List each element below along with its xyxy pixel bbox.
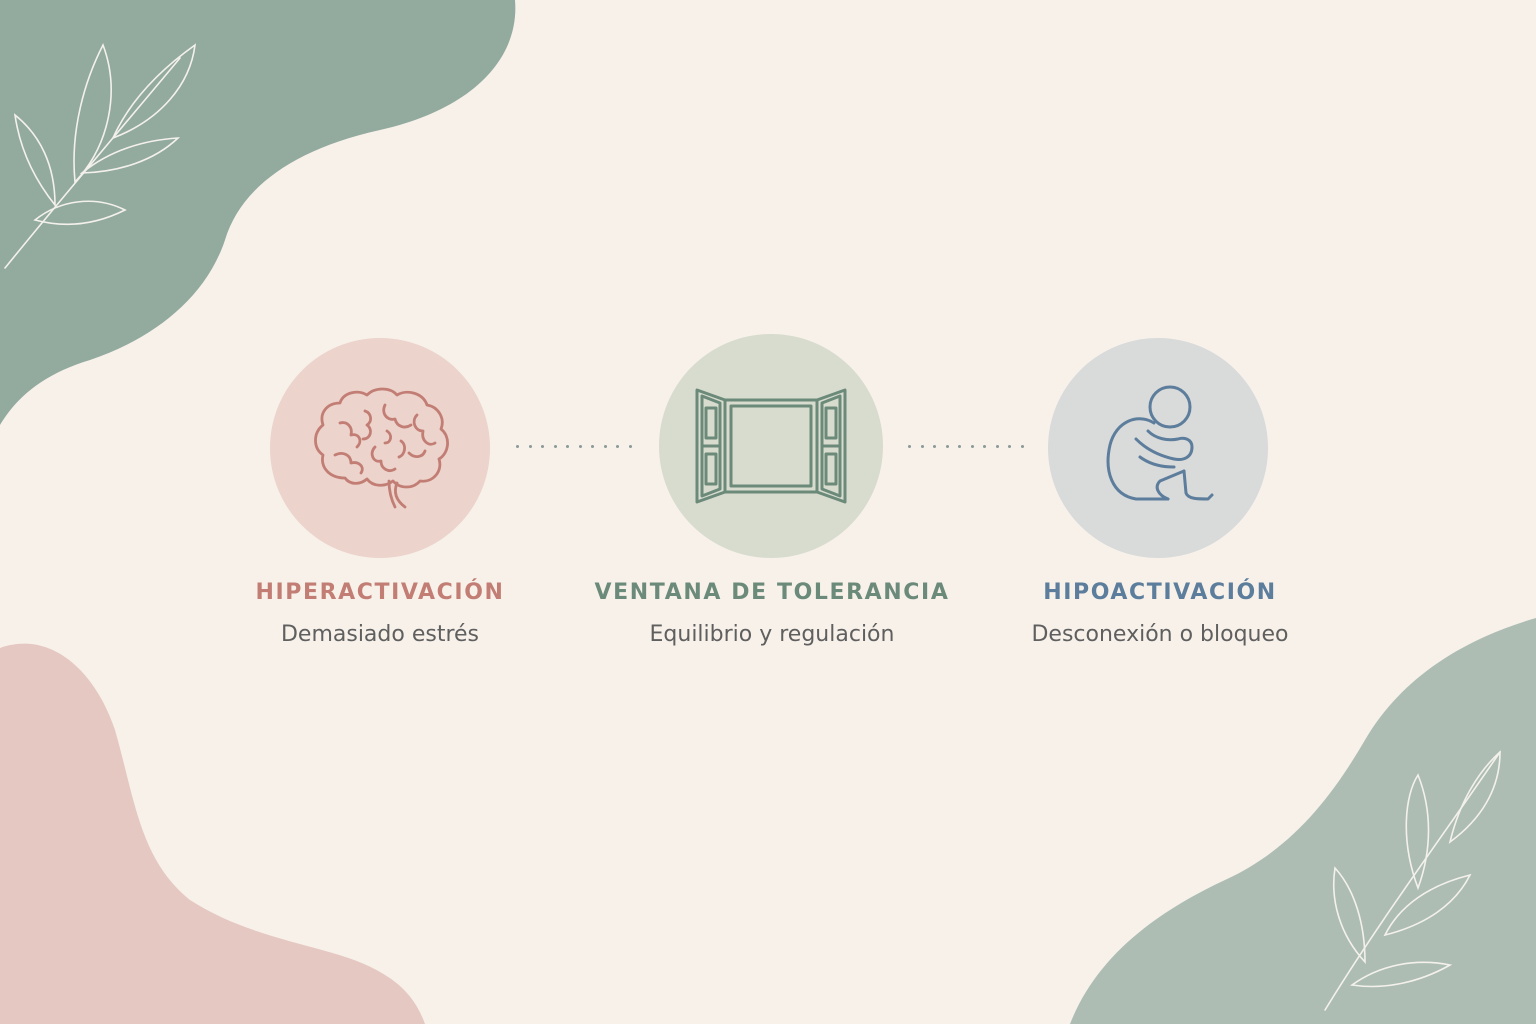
sage-blob-bottom-right [1070, 618, 1536, 1024]
person-sitting-hugging-knees-icon [1106, 385, 1214, 501]
hyperactivation-circle [270, 338, 490, 558]
window-of-tolerance-circle [659, 334, 883, 558]
hyperactivation-subtitle: Demasiado estrés [280, 622, 480, 647]
window-of-tolerance-title: VENTANA DE TOLERANCIA [594, 580, 950, 605]
leaf-branch-icon [4, 43, 197, 269]
open-window-icon [695, 388, 847, 504]
hyperactivation-title: HIPERACTIVACIÓN [255, 580, 505, 605]
leaf-branch-icon [1324, 750, 1501, 1011]
connector-dots [908, 445, 1024, 448]
brain-icon [314, 387, 449, 509]
connector-dots [516, 445, 632, 448]
hypoactivation-subtitle: Desconexión o bloqueo [1031, 622, 1289, 647]
hypoactivation-circle [1048, 338, 1268, 558]
pink-blob-bottom-left [0, 643, 425, 1024]
window-of-tolerance-subtitle: Equilibrio y regulación [649, 622, 895, 647]
sage-blob-top-left [0, 0, 516, 425]
hypoactivation-title: HIPOACTIVACIÓN [1043, 580, 1277, 605]
